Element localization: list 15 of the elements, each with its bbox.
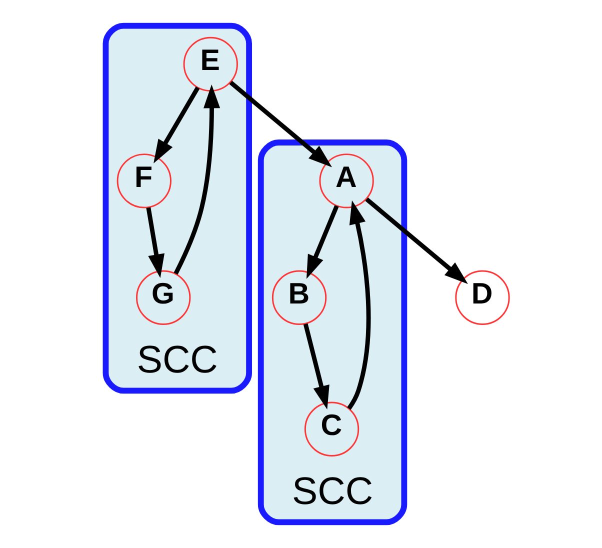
arrow [228,80,332,168]
node-circle: D [454,270,510,325]
arrow [364,197,468,284]
arrow [173,84,220,275]
node-circle: C [304,402,359,456]
node-circle: B [271,270,326,325]
arrow [146,207,164,278]
arrow [153,86,200,164]
node-circle: F [116,154,171,208]
node-circle: E [182,36,238,92]
arrow [346,200,370,410]
arrow [306,205,338,279]
arrow [302,323,329,410]
node-circle: G [136,270,190,325]
node-circle: A [318,154,374,208]
